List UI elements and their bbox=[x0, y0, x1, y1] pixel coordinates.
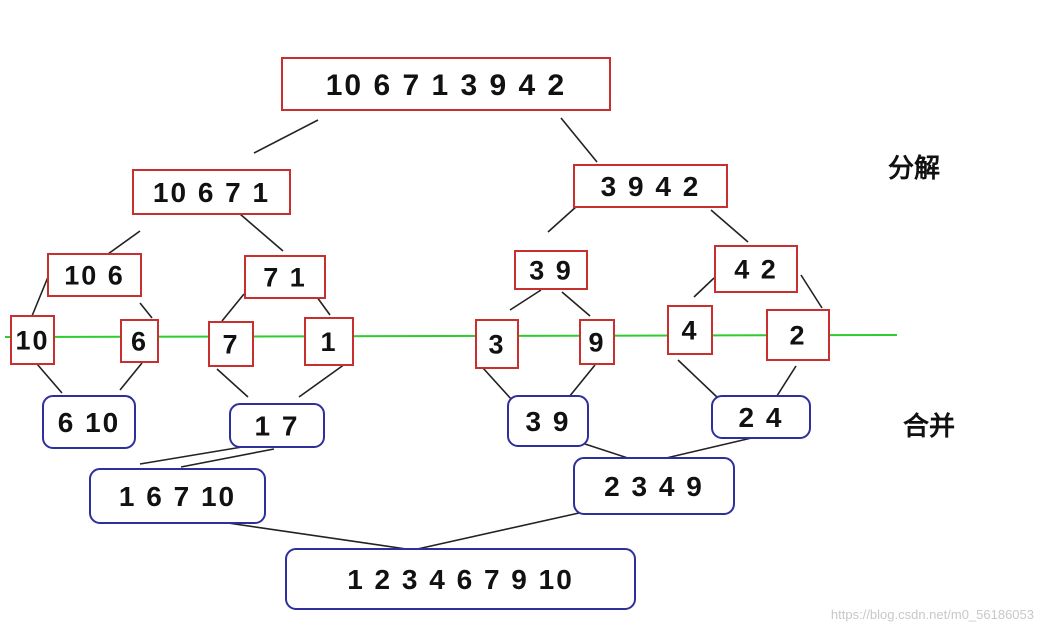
merge-label: 合并 bbox=[903, 412, 956, 442]
split-box: 7 bbox=[208, 321, 254, 367]
tree-edge bbox=[119, 362, 143, 391]
box-label: 1 bbox=[320, 327, 337, 357]
tree-edge bbox=[412, 512, 580, 551]
box-label: 1 6 7 10 bbox=[119, 481, 236, 512]
box-label: 10 6 7 1 bbox=[153, 177, 270, 208]
tree-edge bbox=[774, 365, 797, 400]
box-border bbox=[10, 315, 55, 365]
box-label: 10 6 7 1 3 9 4 2 bbox=[326, 69, 567, 102]
tree-edge bbox=[107, 230, 141, 255]
box-label: 10 bbox=[15, 326, 49, 356]
tree-edge bbox=[216, 368, 249, 398]
split-box: 9 bbox=[579, 319, 615, 365]
merge-box: 6 10 bbox=[42, 395, 136, 449]
box-label: 3 9 4 2 bbox=[601, 171, 701, 202]
box-border bbox=[208, 321, 254, 367]
tree-edge bbox=[139, 302, 153, 319]
split-box: 7 1 bbox=[244, 255, 326, 299]
tree-edge bbox=[710, 209, 749, 243]
box-label: 3 bbox=[488, 330, 505, 360]
tree-edge bbox=[482, 367, 513, 401]
box-border bbox=[667, 305, 713, 355]
merge-box: 1 2 3 4 6 7 9 10 bbox=[285, 548, 636, 610]
split-box: 4 bbox=[667, 305, 713, 355]
tree-edge bbox=[253, 119, 319, 154]
tree-edge bbox=[568, 364, 596, 398]
box-label: 9 bbox=[588, 328, 605, 358]
box-border bbox=[579, 319, 615, 365]
tree-edge bbox=[221, 293, 245, 322]
tree-edge bbox=[180, 448, 275, 468]
tree-edge bbox=[661, 435, 761, 460]
tree-edge bbox=[677, 359, 719, 399]
split-box: 3 9 4 2 bbox=[573, 164, 728, 208]
box-label: 2 4 bbox=[739, 402, 784, 433]
box-border bbox=[42, 395, 136, 449]
split-box: 1 bbox=[304, 317, 354, 366]
box-border bbox=[244, 255, 326, 299]
box-border bbox=[475, 319, 519, 369]
box-border bbox=[47, 253, 142, 297]
box-label: 7 bbox=[222, 330, 239, 360]
split-box: 10 6 bbox=[47, 253, 142, 297]
tree-edge bbox=[31, 276, 49, 317]
box-label: 7 1 bbox=[263, 263, 307, 293]
box-label: 3 9 bbox=[526, 406, 571, 437]
box-label: 6 10 bbox=[58, 407, 121, 438]
box-border bbox=[120, 319, 159, 363]
edges bbox=[31, 117, 823, 551]
box-label: 6 bbox=[131, 327, 148, 357]
box-border bbox=[89, 468, 266, 524]
split-box: 10 bbox=[10, 315, 55, 365]
box-label: 2 3 4 9 bbox=[604, 471, 704, 502]
merge-box: 2 4 bbox=[711, 395, 811, 439]
box-border bbox=[507, 395, 589, 447]
box-label: 3 9 bbox=[529, 256, 573, 286]
split-box: 4 2 bbox=[714, 245, 798, 293]
tree-edge bbox=[227, 522, 414, 551]
tree-edge bbox=[693, 277, 715, 298]
split-box: 10 6 7 1 3 9 4 2 bbox=[281, 57, 611, 111]
box-label: 1 2 3 4 6 7 9 10 bbox=[347, 564, 574, 595]
merge-box: 3 9 bbox=[507, 395, 589, 447]
box-border bbox=[514, 250, 588, 290]
merge-box: 2 3 4 9 bbox=[573, 457, 735, 515]
box-border bbox=[229, 403, 325, 448]
split-box: 2 bbox=[766, 309, 830, 361]
tree-edge bbox=[560, 117, 598, 163]
box-border bbox=[304, 317, 354, 366]
tree-edge bbox=[36, 363, 63, 394]
box-border bbox=[281, 57, 611, 111]
split-box: 6 bbox=[120, 319, 159, 363]
box-border bbox=[285, 548, 636, 610]
box-label: 4 2 bbox=[734, 255, 778, 285]
tree-edge bbox=[298, 363, 346, 398]
split-box: 3 9 bbox=[514, 250, 588, 290]
merge-box: 1 6 7 10 bbox=[89, 468, 266, 524]
tree-edge bbox=[139, 445, 249, 465]
box-label: 10 6 bbox=[64, 261, 125, 291]
box-label: 1 7 bbox=[255, 411, 300, 442]
box-label: 4 bbox=[681, 316, 698, 346]
nodes: 10 6 7 1 3 9 4 2 10 6 7 1 3 9 4 2 10 6 7 1 3 … bbox=[10, 57, 830, 610]
tree-edge bbox=[509, 289, 542, 311]
split-label: 分解 bbox=[888, 154, 941, 184]
tree-edge bbox=[547, 205, 578, 233]
tree-edge bbox=[561, 291, 591, 317]
box-border bbox=[132, 169, 291, 215]
tree-edge bbox=[239, 213, 284, 252]
box-border bbox=[573, 164, 728, 208]
split-box: 3 bbox=[475, 319, 519, 369]
box-label: 2 bbox=[789, 321, 806, 351]
split-box: 10 6 7 1 bbox=[132, 169, 291, 215]
box-border bbox=[711, 395, 811, 439]
box-border bbox=[766, 309, 830, 361]
watermark: https://blog.csdn.net/m0_56186053 bbox=[830, 607, 1034, 622]
tree-edge bbox=[800, 274, 823, 309]
merge-box: 1 7 bbox=[229, 403, 325, 448]
box-border bbox=[573, 457, 735, 515]
box-border bbox=[714, 245, 798, 293]
